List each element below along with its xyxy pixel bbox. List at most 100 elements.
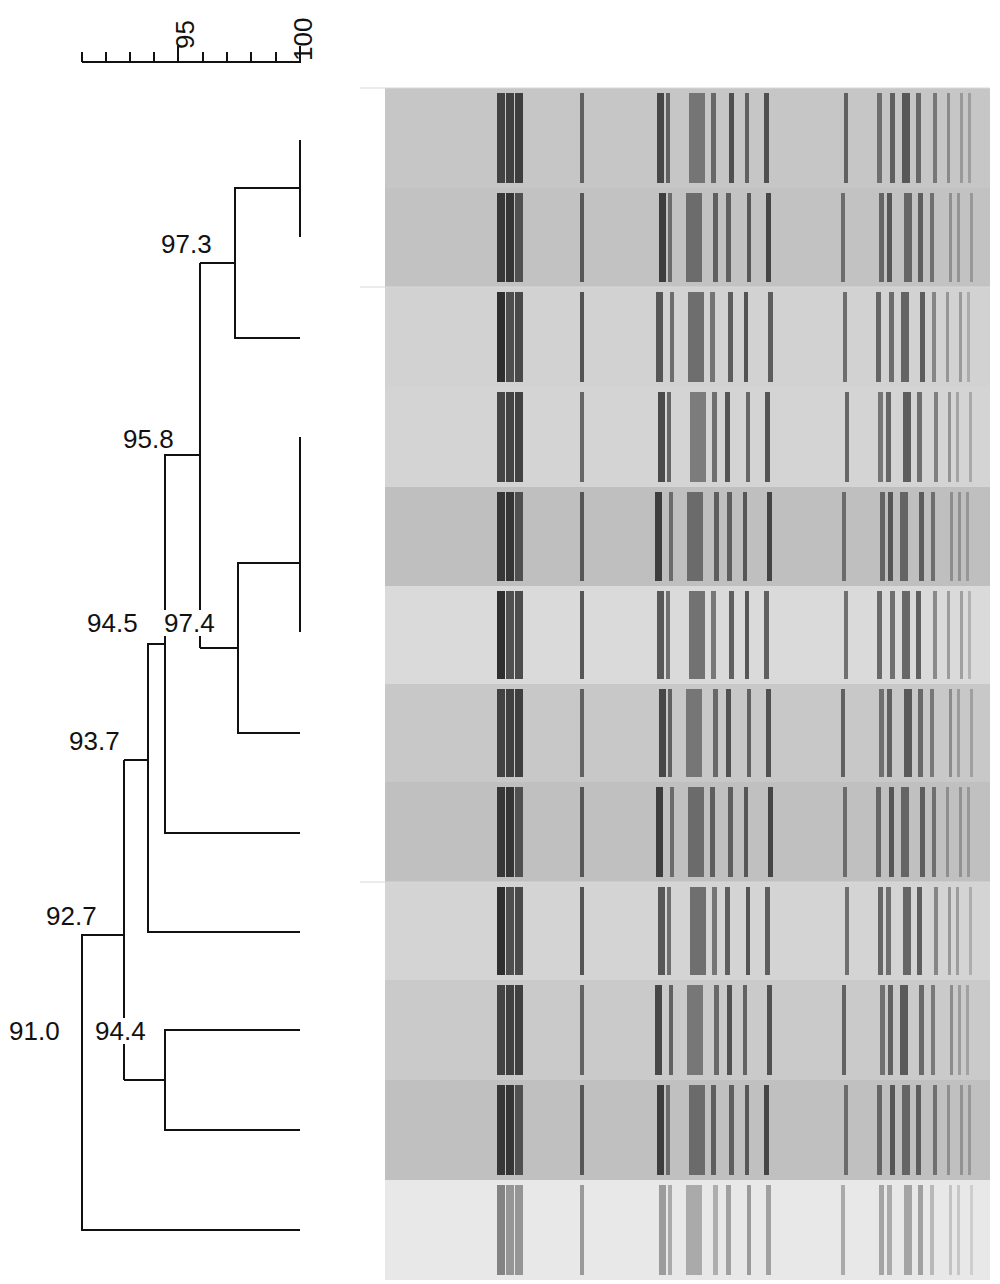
gel-band [967, 292, 970, 382]
gel-band [726, 689, 731, 777]
gel-band [958, 492, 961, 581]
gel-band [876, 292, 881, 382]
gel-band [515, 193, 523, 282]
gel-band [842, 985, 846, 1075]
gel-band [506, 591, 514, 679]
gel-band [930, 193, 934, 282]
gel-band [712, 887, 717, 975]
gel-band [745, 591, 749, 679]
gel-band [690, 392, 706, 482]
gel-band [887, 689, 892, 777]
gel-band [947, 1085, 950, 1175]
gel-band [918, 689, 923, 777]
gel-band [506, 985, 514, 1075]
gel-band [888, 985, 893, 1075]
gel-band [657, 591, 664, 679]
gel-lane [385, 1180, 990, 1280]
gel-band [657, 1085, 664, 1175]
gel-lane [385, 387, 990, 487]
gel-lane [385, 684, 990, 782]
gel-band [889, 292, 894, 382]
gel-band [949, 1185, 952, 1275]
gel-band [688, 787, 704, 877]
gel-band [917, 887, 922, 975]
gel-band [580, 689, 584, 777]
gel-band [727, 985, 732, 1075]
gel-band [515, 93, 523, 183]
gel-band [729, 591, 734, 679]
gel-band [920, 292, 925, 382]
gel-band [901, 787, 909, 877]
gel-band [668, 193, 672, 282]
gel-lane [385, 188, 990, 287]
gel-band [886, 887, 891, 975]
gel-band [727, 492, 732, 581]
gel-band [726, 193, 731, 282]
gel-band [918, 1185, 923, 1275]
gel-band [744, 787, 748, 877]
gel-band [745, 1085, 749, 1175]
gel-band [960, 1085, 963, 1175]
gel-band [949, 689, 952, 777]
gel-band [903, 392, 911, 482]
gel-band [970, 1185, 973, 1275]
gel-band [957, 193, 960, 282]
gel-band [497, 787, 505, 877]
gel-band [714, 492, 719, 581]
gel-band [670, 787, 674, 877]
gel-band [878, 392, 883, 482]
gel-band [710, 292, 715, 382]
gel-band [669, 985, 673, 1075]
gel-band [966, 985, 969, 1075]
gel-band [966, 492, 969, 581]
gel-band [958, 985, 961, 1075]
gel-band [515, 1085, 523, 1175]
gel-band [920, 787, 925, 877]
gel-band [949, 193, 952, 282]
gel-lane [385, 487, 990, 586]
lane-separator [360, 882, 990, 883]
gel-band [713, 193, 718, 282]
similarity-value: 97.3 [160, 231, 213, 257]
gel-band [889, 787, 894, 877]
gel-image [360, 88, 990, 1280]
gel-band [902, 591, 910, 679]
gel-band [959, 787, 962, 877]
gel-band [580, 292, 584, 382]
gel-band [933, 93, 937, 183]
gel-band [877, 591, 882, 679]
gel-band [933, 591, 937, 679]
gel-band [959, 292, 962, 382]
gel-band [686, 193, 702, 282]
gel-band [515, 1185, 523, 1275]
gel-band [667, 887, 671, 975]
gel-band [686, 1185, 702, 1275]
gel-band [916, 591, 921, 679]
similarity-value: 92.7 [45, 903, 98, 929]
gel-band [497, 887, 505, 975]
gel-band [515, 689, 523, 777]
gel-band [710, 787, 715, 877]
gel-band [725, 887, 730, 975]
gel-band [506, 1185, 514, 1275]
similarity-value: 95.8 [122, 426, 175, 452]
gel-band [497, 492, 505, 581]
gel-band [843, 787, 847, 877]
gel-band [689, 591, 705, 679]
gel-band [666, 93, 670, 183]
gel-band [930, 1185, 934, 1275]
gel-band [903, 887, 911, 975]
gel-band [745, 93, 749, 183]
gel-band [765, 887, 770, 975]
gel-band [506, 787, 514, 877]
gel-band [931, 492, 935, 581]
gel-band [658, 392, 665, 482]
gel-band [580, 193, 584, 282]
gel-band [580, 93, 584, 183]
gel-band [764, 591, 769, 679]
gel-band [497, 292, 505, 382]
gel-band [656, 787, 663, 877]
gel-band [766, 1185, 771, 1275]
gel-band [845, 887, 849, 975]
